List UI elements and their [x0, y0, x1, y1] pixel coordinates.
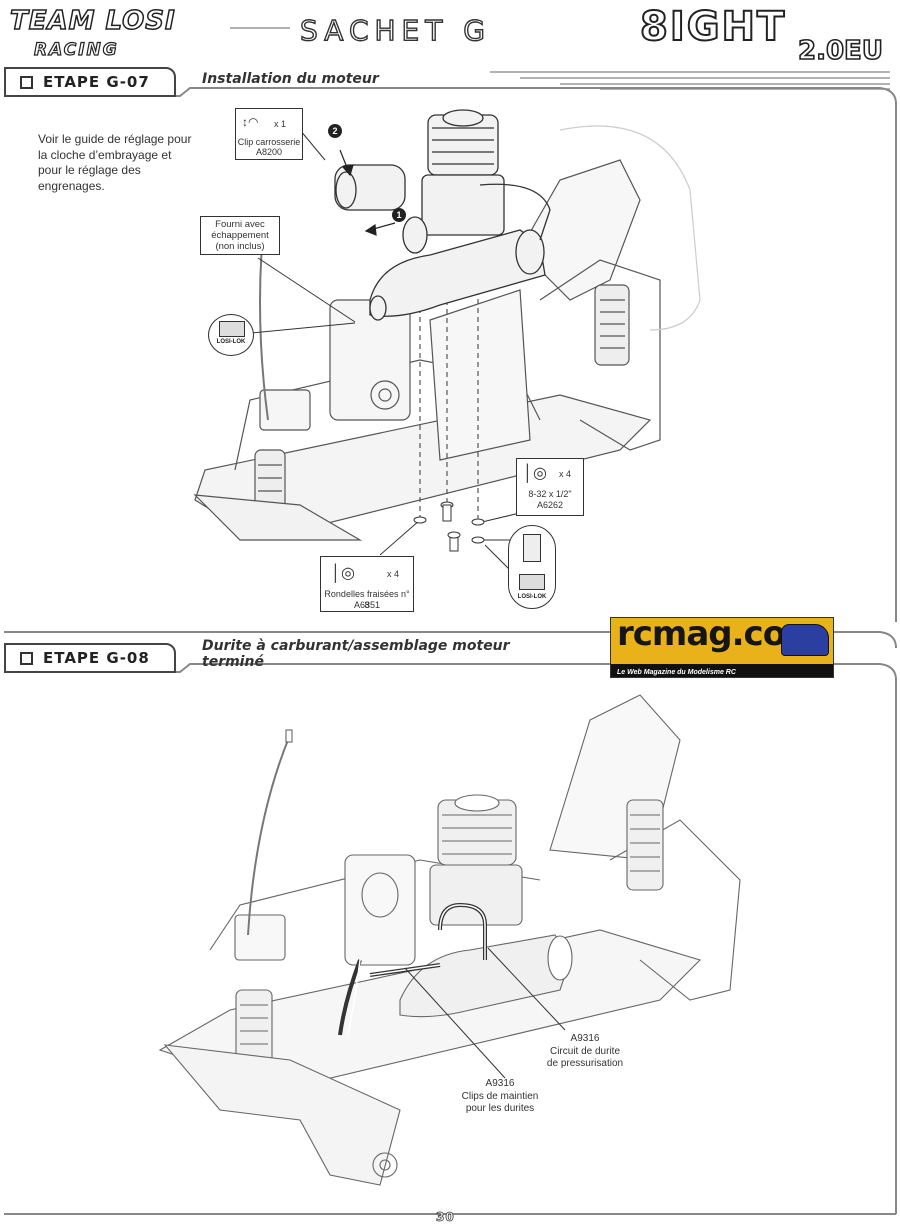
step-subtitle: Installation du moteur [202, 71, 379, 87]
checkbox-icon [20, 651, 33, 665]
adjustment-note: Voir le guide de réglage pour la cloche … [38, 132, 192, 193]
clip-callout: ↕◠ x 1 Clip carrosserie A8200 [235, 108, 303, 160]
team-losi-logo: TEAM LOSI [9, 5, 176, 37]
pressure-line1: Circuit de durite [549, 1045, 621, 1057]
losi-lok-badge-1: LOSI-LOK [208, 314, 254, 356]
step-header-g08: ETAPE G-08 [4, 643, 176, 673]
step-subtitle-line1: Durite à carburant/assemblage moteur [202, 638, 510, 654]
buggy-icon [781, 624, 829, 656]
step-label: ETAPE G-07 [43, 73, 150, 91]
screw-qty: x 4 [559, 469, 572, 479]
chassis-drawing-step1 [193, 125, 701, 541]
product-version: 2.0EU [797, 35, 884, 67]
screw-name: 8-32 x 1/2" [528, 489, 572, 499]
exhaust-note: Fourni avec échappement (non inclus) [200, 216, 280, 255]
clips-ref: A9316 [485, 1078, 515, 1089]
clip-icon: ↕◠ [242, 115, 259, 129]
rcmag-ad[interactable]: rcmag.com Le Web Magazine du Modelisme R… [610, 614, 834, 678]
clips-line2: pour les durites [465, 1103, 535, 1114]
chassis-drawing-step2 [158, 694, 741, 1186]
step-header-g07: ETAPE G-07 [4, 67, 176, 97]
step-number-2: 2 [328, 124, 342, 138]
checkbox-icon [20, 75, 33, 89]
washer-qty: x 4 [387, 569, 400, 579]
leader-lines [251, 129, 525, 581]
pressure-ref: A9316 [570, 1033, 600, 1044]
step1-frame [4, 87, 897, 622]
clip-qty: x 1 [274, 119, 287, 129]
page-number: 30 [436, 1210, 455, 1225]
screw-ref: A6262 [536, 500, 564, 510]
page-title: SACHET G [299, 13, 491, 47]
leader-lines-step2 [404, 947, 566, 1079]
clip-name: Clip carrosserie [237, 137, 301, 147]
washer-name: Rondelles fraisées n° 8 [324, 589, 410, 610]
step-number-1: 1 [392, 208, 406, 222]
pressure-line2: de pressurisation [546, 1058, 624, 1069]
clips-line1: Clips de maintien [461, 1090, 539, 1102]
losi-lok-badge-2: LOSI-LOK [508, 525, 556, 609]
pressure-line-callout: A9316 Circuit de durite de pressurisatio… [530, 1033, 640, 1071]
step-label: ETAPE G-08 [43, 649, 150, 667]
losi-lok-label: LOSI-LOK [216, 339, 246, 345]
screw-icons [413, 501, 485, 552]
losi-lok-label: LOSI-LOK [517, 594, 547, 600]
washer-icon: │◎ [331, 565, 355, 582]
bottle-icon [219, 321, 245, 337]
washer-callout: │◎ x 4 Rondelles fraisées n° 8 A6351 [320, 556, 414, 612]
product-logo: 8IGHT [639, 3, 787, 51]
hose-clips-callout: A9316 Clips de maintien pour les durites [445, 1078, 555, 1116]
ad-tagline: Le Web Magazine du Modelisme RC [617, 669, 736, 676]
step2-frame [4, 663, 897, 1215]
ad-strip [611, 664, 833, 677]
clip-ref: A8200 [255, 147, 283, 157]
engine-drawing [334, 109, 551, 321]
screw-callout: │◎ x 4 8-32 x 1/2" A6262 [516, 458, 584, 516]
washer-ref: A6351 [353, 600, 381, 610]
step-subtitle-line2: terminé [202, 654, 264, 670]
bottle-icon [519, 574, 545, 590]
screw-icon: │◎ [523, 465, 547, 482]
racing-logo: RACING [33, 39, 119, 60]
bottle-icon [523, 534, 541, 562]
assembly-arrows [339, 149, 396, 236]
